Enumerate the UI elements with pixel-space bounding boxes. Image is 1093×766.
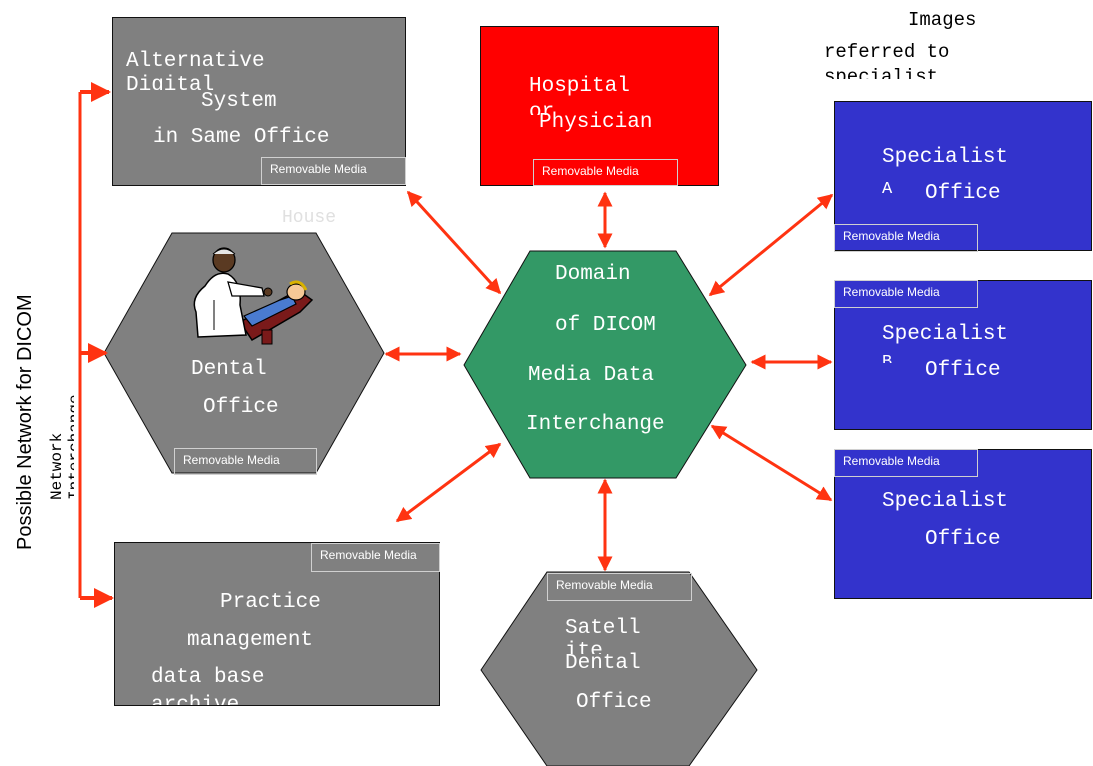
images-note-line1: Images <box>908 9 977 31</box>
practice-line3: data base <box>151 666 265 689</box>
practice-line4: archive <box>151 694 240 706</box>
hospital-line2: or <box>529 101 555 115</box>
specialist-b-line2: B <box>882 353 893 363</box>
network-label: Possible Network for DICOM <box>14 294 36 550</box>
dentist-clipart <box>193 247 314 345</box>
network-sublabel-1: Network <box>48 432 66 500</box>
practice-line2: management <box>187 629 314 652</box>
specialist-a-line2: A <box>882 180 893 199</box>
alternative-line1: Alternative <box>126 50 265 73</box>
alternative-line2: Digital <box>126 74 215 90</box>
arrow-specialist-c-domain <box>710 424 833 502</box>
dental-office-hexagon <box>103 232 385 474</box>
domain-line1: Domain <box>555 263 631 286</box>
domain-line3: Media Data <box>528 364 655 387</box>
satellite-office-hexagon <box>480 571 758 766</box>
hospital-overflow-text: House <box>282 208 337 228</box>
domain-line2: of DICOM <box>555 314 656 337</box>
satellite-line2: ite <box>565 640 603 654</box>
dental-office-line2: Office <box>203 396 279 419</box>
satellite-line1: Satell <box>565 617 641 640</box>
practice-removable-media-label: Removable Media <box>311 543 440 572</box>
specialist-a-line3: Office <box>925 182 1001 205</box>
dental-office-line1: Dental <box>191 358 267 381</box>
alternative-removable-media-label: Removable Media <box>261 157 406 185</box>
hospital-line1: Hospital <box>529 75 630 98</box>
dental-removable-media-label: Removable Media <box>174 448 317 475</box>
practice-management-box: Practice management data base archive <box>114 542 440 706</box>
specialist-b-box: Specialist B Office <box>834 280 1092 430</box>
domain-line4: Interchange <box>526 413 665 436</box>
images-note-line2: referred to <box>824 41 950 63</box>
specialist-a-line1: Specialist <box>882 146 1009 169</box>
satellite-removable-media-label: Removable Media <box>547 573 692 601</box>
arrow-practice-domain <box>395 442 502 523</box>
specialist-b-line3: Office <box>925 359 1001 382</box>
satellite-line3: Dental <box>565 652 641 675</box>
alternative-line4: in Same Office <box>153 126 330 149</box>
specialist-a-removable-media-label: Removable Media <box>834 224 978 252</box>
specialist-c-line1: Specialist <box>882 490 1009 513</box>
images-note-line3: specialist <box>824 66 939 79</box>
satellite-line4: Office <box>576 691 652 714</box>
arrow-specialist-a-domain <box>708 193 834 297</box>
domain-hexagon <box>463 250 747 479</box>
specialist-a-box: Specialist A Office <box>834 101 1092 251</box>
hospital-removable-media-label: Removable Media <box>533 159 678 186</box>
specialist-b-line1: Specialist <box>882 323 1009 346</box>
hospital-line3: Physician <box>539 111 653 134</box>
arrow-alternative-domain <box>406 190 502 295</box>
specialist-c-line2: Office <box>925 528 1001 551</box>
specialist-b-removable-media-label: Removable Media <box>834 280 978 308</box>
network-sublabel-2: Interchange <box>66 394 74 500</box>
specialist-c-removable-media-label: Removable Media <box>834 449 978 477</box>
practice-line1: Practice <box>220 591 321 614</box>
alternative-line3: System <box>201 90 277 113</box>
